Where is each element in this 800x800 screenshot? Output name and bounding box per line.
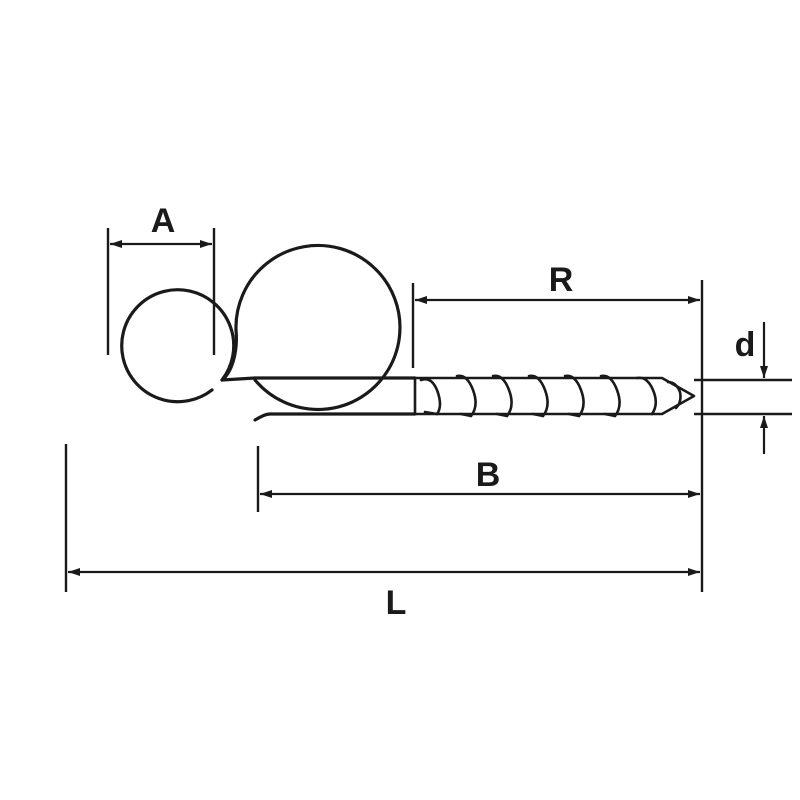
extension-lines	[64, 228, 792, 592]
screw-eye-part	[120, 243, 696, 422]
shank	[253, 376, 417, 422]
eye-wire-end	[220, 328, 257, 382]
label-a: A	[151, 202, 176, 240]
thread-outline	[413, 376, 696, 416]
dimension-lines	[68, 240, 768, 576]
dimension-labels: A R d B L	[151, 202, 756, 622]
label-b: B	[476, 456, 501, 494]
label-r: R	[549, 261, 574, 299]
eye-ring-outer	[234, 243, 402, 412]
eye-ring-inner	[120, 288, 236, 404]
label-l: L	[386, 584, 407, 622]
label-d: d	[735, 326, 756, 364]
thread-helix	[419, 374, 682, 418]
